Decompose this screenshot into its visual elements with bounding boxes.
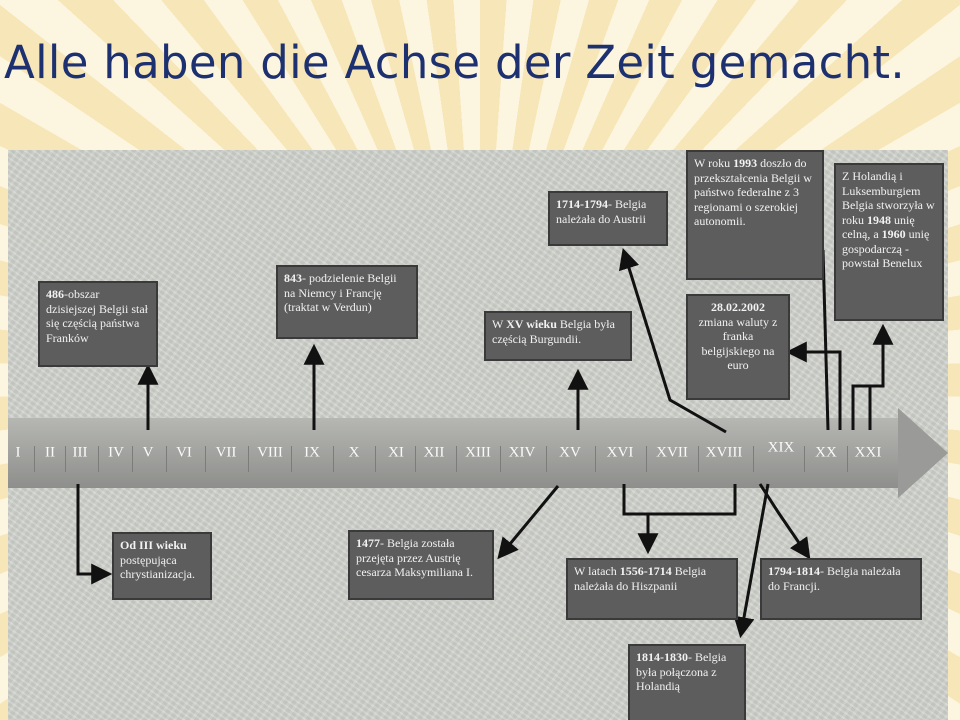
timeline-arrow-head — [898, 408, 948, 498]
line-1993 — [821, 249, 830, 431]
century-separator — [698, 446, 699, 472]
century-separator — [646, 446, 647, 472]
century-label: III — [72, 444, 88, 461]
century-separator — [291, 446, 292, 472]
century-label: XVI — [606, 444, 634, 461]
century-label: I — [15, 444, 21, 461]
event-box-3rd-century: Od III wieku postępująca chrystianizacja… — [112, 532, 212, 600]
event-box-1714: 1714-1794- Belgia należała do Austrii — [548, 191, 668, 246]
century-label: XV — [559, 444, 581, 461]
event-box-486: 486-obszar dzisiejszej Belgii stał się c… — [38, 281, 158, 367]
century-label: XIV — [508, 444, 536, 461]
century-label: XI — [388, 444, 404, 461]
connector-lines — [76, 247, 894, 639]
century-separator — [753, 446, 754, 472]
century-separator — [546, 446, 547, 472]
century-separator — [132, 446, 133, 472]
century-label: XII — [423, 444, 445, 461]
century-separator — [205, 446, 206, 472]
event-box-2002: 28.02.2002 zmiana waluty z franka belgij… — [686, 294, 790, 400]
arrow-1714 — [618, 247, 727, 434]
arrow-1477 — [497, 485, 560, 560]
event-box-1477: 1477- Belgia została przejęta przez Aust… — [348, 530, 494, 600]
century-separator — [456, 446, 457, 472]
event-box-1556: W latach 1556-1714 Belgia należała do Hi… — [566, 558, 738, 620]
event-box-1814: 1814-1830- Belgia była połączona z Holan… — [628, 644, 746, 720]
century-separator — [804, 446, 805, 472]
century-separator — [98, 446, 99, 472]
century-label: II — [45, 444, 55, 461]
century-separator — [500, 446, 501, 472]
event-box-benelux: Z Holandią i Luksemburgiem Belgia stworz… — [834, 163, 944, 321]
arrow-1814 — [733, 483, 770, 639]
timeline-band — [8, 418, 898, 488]
century-separator — [375, 446, 376, 472]
century-label: V — [142, 444, 154, 461]
event-box-843: 843- podzielenie Belgii na Niemcy i Fran… — [276, 265, 418, 339]
century-separator — [34, 446, 35, 472]
slide-title: Alle haben die Achse der Zeit gemacht. — [4, 36, 905, 89]
century-label: X — [348, 444, 360, 461]
century-label: IV — [108, 444, 124, 461]
century-label: VII — [215, 444, 237, 461]
event-box-xv-century: W XV wieku Belgia była częścią Burgundii… — [484, 311, 632, 361]
century-label: IX — [304, 444, 320, 461]
century-separator — [65, 446, 66, 472]
century-separator — [415, 446, 416, 472]
arrow-2002 — [785, 341, 842, 430]
arrow-3rd-century — [76, 484, 113, 585]
century-label: XIII — [465, 444, 491, 461]
century-separator — [595, 446, 596, 472]
bracket-1556 — [622, 484, 737, 516]
century-label: XVII — [656, 444, 688, 461]
century-label: VIII — [257, 444, 283, 461]
century-separator — [166, 446, 167, 472]
arrow-benelux — [851, 323, 894, 430]
century-label: XVIII — [705, 444, 743, 461]
event-box-1794: 1794-1814- Belgia należała do Francji. — [760, 558, 922, 620]
century-label: VI — [176, 444, 192, 461]
century-label: XIX — [767, 439, 795, 456]
century-label: XXI — [854, 444, 882, 461]
century-label: XX — [815, 444, 837, 461]
century-separator — [333, 446, 334, 472]
century-separator — [847, 446, 848, 472]
event-box-1993: W roku 1993 doszło do przekształcenia Be… — [686, 150, 824, 280]
century-separator — [248, 446, 249, 472]
